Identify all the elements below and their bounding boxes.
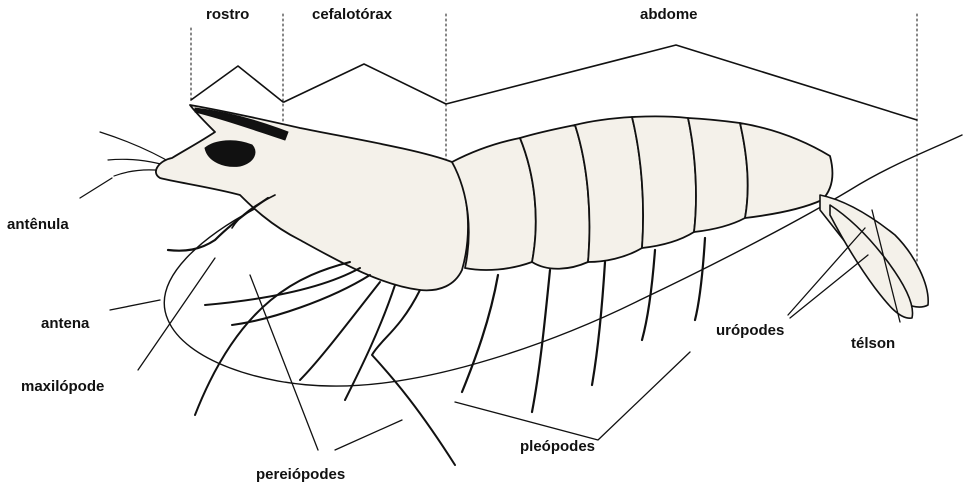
region-brackets	[191, 45, 917, 120]
tail-fan	[820, 195, 928, 318]
label-antenula: antênula	[7, 216, 69, 233]
label-telson: télson	[851, 335, 895, 352]
label-abdome: abdome	[640, 6, 698, 23]
rostro-bracket	[191, 66, 283, 102]
label-uropodes: urópodes	[716, 322, 784, 339]
label-cefalotorax: cefalotórax	[312, 6, 392, 23]
abdominal-segments	[452, 116, 832, 270]
abdome-bracket	[446, 45, 917, 120]
label-pleopodes: pleópodes	[520, 438, 595, 455]
label-antena: antena	[41, 315, 89, 332]
label-maxilopode: maxilópode	[21, 378, 104, 395]
carapace	[156, 105, 468, 290]
label-rostro: rostro	[206, 6, 249, 23]
pereiopods	[195, 262, 455, 465]
cefalotorax-bracket	[284, 64, 446, 104]
label-pereiopodes: pereiópodes	[256, 466, 345, 483]
